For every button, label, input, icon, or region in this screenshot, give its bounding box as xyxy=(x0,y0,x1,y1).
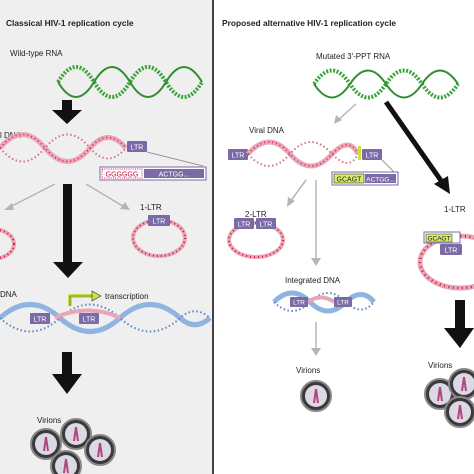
right-1ltr-circle: GCAGT LTR xyxy=(417,231,474,291)
svg-text:LTR: LTR xyxy=(34,317,47,324)
svg-text:LTR: LTR xyxy=(260,222,273,229)
left-virions-label: Virions xyxy=(37,416,62,425)
left-black-arrow-2 xyxy=(53,184,83,278)
classical-cycle-graphics: LTR GGGGGG ACTGG... xyxy=(0,65,212,474)
left-integrated-dna-label: DNA xyxy=(0,290,17,299)
right-virions-label-2: Virions xyxy=(428,361,453,370)
right-viral-dna-helix: LTR LTR xyxy=(228,139,382,169)
svg-text:GCAGT: GCAGT xyxy=(337,177,363,184)
right-gray-arrow-virion xyxy=(311,322,321,356)
panel-divider xyxy=(212,0,214,474)
wildtype-rna-label: Wild-type RNA xyxy=(10,49,63,58)
svg-text:GGGGGG: GGGGGG xyxy=(106,172,139,179)
left-integrated-dna-helix: LTR LTR xyxy=(0,302,212,334)
svg-text:LTR: LTR xyxy=(238,222,251,229)
wildtype-rna-helix xyxy=(56,65,204,99)
svg-text:LTR: LTR xyxy=(337,300,349,307)
svg-text:ACTGG...: ACTGG... xyxy=(159,172,190,179)
right-1ltr-label: 1-LTR xyxy=(444,205,466,214)
right-integrated-dna-label: Integrated DNA xyxy=(285,276,341,285)
left-1ltr-circle: LTR xyxy=(131,215,187,258)
mutated-rna-label: Mutated 3′-PPT RNA xyxy=(316,52,391,61)
transcription-label: transcription xyxy=(105,292,149,301)
virion-3 xyxy=(84,434,116,466)
transcription-arrow xyxy=(68,290,102,306)
virion-4 xyxy=(50,450,82,474)
svg-text:LTR: LTR xyxy=(83,317,96,324)
right-single-virion xyxy=(300,380,332,412)
virion-r2 xyxy=(448,368,474,400)
svg-text:LTR: LTR xyxy=(293,300,305,307)
virion-2 xyxy=(60,418,92,450)
right-black-arrow-down xyxy=(444,300,474,348)
right-virions-label: Virions xyxy=(296,366,321,375)
alternative-cycle-panel: Proposed alternative HIV-1 replication c… xyxy=(214,0,474,474)
left-partial-circle xyxy=(0,227,16,261)
right-black-diagonal-arrow xyxy=(383,100,450,194)
left-black-arrow-1 xyxy=(52,100,82,124)
mutated-rna-helix xyxy=(312,68,460,100)
alternative-cycle-graphics: LTR LTR GCAGT ACTGG... LTR xyxy=(227,68,474,428)
right-viral-dna-label: Viral DNA xyxy=(249,126,284,135)
left-virions xyxy=(30,418,116,474)
right-integrated-dna-helix: LTR LTR xyxy=(272,290,376,314)
left-black-arrow-3 xyxy=(52,352,82,394)
virion-1 xyxy=(30,428,62,460)
left-1ltr-label: 1-LTR xyxy=(140,203,162,212)
left-gray-arrows xyxy=(4,183,130,210)
svg-text:GCAGT: GCAGT xyxy=(427,236,450,243)
alternative-cycle-title: Proposed alternative HIV-1 replication c… xyxy=(222,18,397,28)
svg-text:LTR: LTR xyxy=(366,153,379,160)
right-gray-arrows xyxy=(287,179,321,266)
classical-cycle-title: Classical HIV-1 replication cycle xyxy=(6,18,134,28)
right-virions-cluster xyxy=(424,368,474,428)
left-ppt-sequence-box: GGGGGG ACTGG... xyxy=(99,166,207,181)
virion-r1 xyxy=(424,378,456,410)
svg-text:LTR: LTR xyxy=(445,248,458,255)
right-mutated-sequence-box: GCAGT ACTGG... xyxy=(331,171,399,186)
classical-cycle-panel: Classical HIV-1 replication cycle Wild-t… xyxy=(0,0,213,474)
svg-text:ACTGG...: ACTGG... xyxy=(366,177,395,184)
svg-text:LTR: LTR xyxy=(153,219,166,226)
virion-r3 xyxy=(444,396,474,428)
left-dna-ltr-tag: LTR xyxy=(127,141,147,152)
left-viral-dna-helix xyxy=(0,132,128,164)
svg-text:LTR: LTR xyxy=(232,153,245,160)
right-2ltr-circle: LTR LTR xyxy=(227,218,285,259)
svg-text:LTR: LTR xyxy=(131,145,144,152)
right-gray-arrow-1 xyxy=(334,103,357,124)
right-2ltr-label: 2-LTR xyxy=(245,210,267,219)
